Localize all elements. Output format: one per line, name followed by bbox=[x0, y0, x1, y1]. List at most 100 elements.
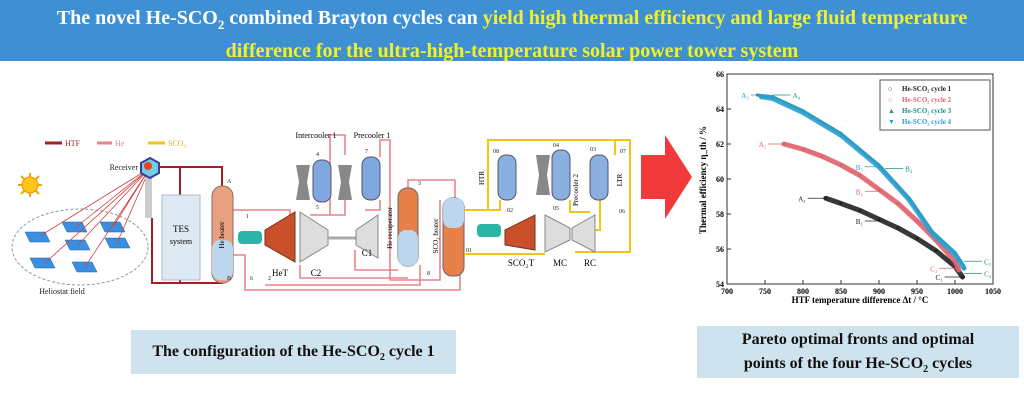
x-tick-label: 850 bbox=[835, 287, 847, 296]
series-line-4 bbox=[758, 94, 967, 271]
data-point bbox=[839, 163, 843, 167]
sco2-turbine bbox=[504, 214, 536, 251]
data-point bbox=[759, 95, 763, 99]
banner-highlight: yield high thermal efficiency and large … bbox=[482, 7, 968, 29]
node-label: 02 bbox=[507, 208, 513, 214]
data-point bbox=[824, 196, 828, 200]
data-point bbox=[915, 219, 919, 223]
series-group bbox=[755, 93, 967, 280]
data-point bbox=[953, 265, 957, 268]
annotation-label: C₄ bbox=[984, 271, 992, 279]
legend-marker: ▲ bbox=[888, 107, 895, 115]
precooler-1 bbox=[361, 156, 381, 201]
he-heater-label: He heater bbox=[218, 221, 226, 249]
node-label: 07 bbox=[620, 149, 626, 155]
node-label: 5 bbox=[316, 205, 319, 211]
node-label: 03 bbox=[590, 147, 596, 153]
legend-entry: He-SCO₂ cycle 4 bbox=[902, 118, 952, 126]
diagram-legend: HTF He SCO₂ bbox=[45, 139, 187, 148]
mc-label: MC bbox=[553, 258, 567, 268]
het-turbine bbox=[264, 211, 296, 263]
chart-legend: ○He-SCO₂ cycle 1○He-SCO₂ cycle 2▲He-SCO₂… bbox=[879, 79, 991, 131]
legend-htf: HTF bbox=[65, 139, 81, 148]
data-point bbox=[801, 147, 805, 151]
tes-system bbox=[161, 194, 201, 281]
data-point bbox=[839, 202, 843, 205]
he-heater-lower bbox=[212, 240, 233, 280]
x-tick-label: 750 bbox=[759, 287, 771, 296]
data-point bbox=[934, 249, 938, 253]
rc-label: RC bbox=[584, 258, 596, 268]
node-label: 4 bbox=[316, 152, 319, 158]
annotation-label: B₁ bbox=[856, 218, 863, 226]
heliostat-field: Heliostat field bbox=[11, 167, 151, 296]
data-point bbox=[957, 268, 961, 272]
node-label: B bbox=[227, 276, 231, 282]
x-tick-label: 950 bbox=[911, 287, 923, 296]
y-tick-label: 60 bbox=[716, 175, 724, 184]
node-label: 08 bbox=[493, 149, 499, 155]
intercooler-label: Intercooler 1 bbox=[295, 131, 336, 140]
data-point bbox=[877, 163, 881, 167]
data-point bbox=[839, 132, 843, 135]
sun-icon bbox=[18, 173, 42, 197]
legend-entry: He-SCO₂ cycle 2 bbox=[902, 96, 952, 104]
caption-subscript: 2 bbox=[379, 352, 385, 364]
series-line-2 bbox=[781, 141, 962, 273]
legend-marker: ▼ bbox=[888, 118, 895, 126]
caption-text: cycle 1 bbox=[384, 343, 435, 360]
legend-entry: He-SCO₂ cycle 1 bbox=[902, 85, 952, 93]
receiver-focus bbox=[144, 162, 152, 170]
annotation-label: A₃ bbox=[741, 92, 749, 100]
caption-subscript: 2 bbox=[923, 364, 929, 376]
node-label: 05 bbox=[553, 206, 559, 212]
data-point bbox=[953, 259, 957, 263]
intercooler-1 bbox=[312, 159, 332, 203]
c2-label: C2 bbox=[311, 268, 322, 278]
node-label: 3 bbox=[418, 181, 421, 187]
caption-text: Pareto optimal fronts and optimal bbox=[741, 331, 975, 348]
c2-compressor bbox=[299, 211, 329, 263]
sco2t-label: SCO₂T bbox=[508, 258, 535, 268]
legend-he: He bbox=[115, 139, 125, 148]
node-label: A bbox=[227, 179, 232, 185]
data-point bbox=[962, 265, 966, 268]
annotation-label: C₁ bbox=[935, 274, 942, 282]
series-line-3 bbox=[755, 93, 966, 268]
precooler-1-label: Precooler 1 bbox=[354, 131, 391, 140]
cooling-towers bbox=[296, 155, 550, 200]
heliostat-field-label: Heliostat field bbox=[39, 287, 85, 296]
annotation-label: A₂ bbox=[759, 141, 767, 149]
x-tick-label: 900 bbox=[873, 287, 885, 296]
y-tick-label: 56 bbox=[716, 245, 724, 254]
x-tick-label: 800 bbox=[797, 287, 809, 296]
node-label: 06 bbox=[619, 209, 625, 215]
data-point bbox=[907, 198, 911, 202]
mc-compressor bbox=[544, 214, 571, 253]
x-axis-label: HTF temperature difference Δt / °C bbox=[792, 295, 929, 305]
data-point bbox=[820, 154, 824, 158]
data-point bbox=[858, 209, 862, 212]
data-point bbox=[962, 266, 966, 270]
he-loop bbox=[233, 134, 461, 291]
annotation-label: B₃ bbox=[856, 164, 864, 172]
rc-compressor bbox=[571, 214, 596, 253]
c1-label: C1 bbox=[362, 248, 373, 258]
state-point-labels: A B 1 2 3 4 5 6 7 8 01 02 03 04 05 06 07… bbox=[227, 143, 626, 282]
c1-compressor bbox=[355, 214, 379, 259]
legend-sco2: SCO₂ bbox=[168, 139, 187, 148]
annotation-label: B₂ bbox=[856, 188, 864, 196]
sco2-heater-label: SCO₂ heater bbox=[432, 218, 440, 254]
he-recuperator-lower bbox=[398, 230, 418, 266]
ltr bbox=[589, 154, 609, 201]
data-point bbox=[961, 275, 965, 279]
legend-marker: ○ bbox=[888, 85, 892, 93]
generator-icon bbox=[238, 231, 262, 244]
ltr-label: LTR bbox=[616, 173, 624, 186]
data-point bbox=[877, 188, 881, 191]
data-point bbox=[896, 226, 900, 230]
data-point bbox=[771, 95, 775, 99]
